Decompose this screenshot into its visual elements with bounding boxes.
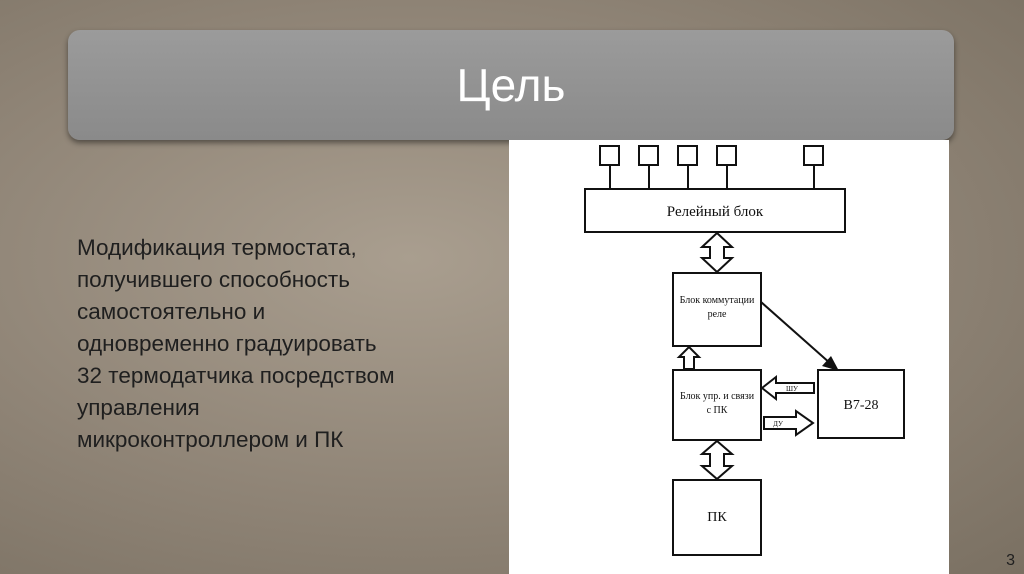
switch-to-meter-line [760, 301, 832, 365]
title-bar: Цель [68, 30, 954, 140]
up-arrow [676, 345, 702, 370]
switch-to-meter-arrowhead [822, 356, 839, 371]
du-arrow [763, 409, 815, 437]
slide-body-text: Модификация термостата, получившего спос… [77, 232, 497, 456]
body-line: одновременно градуировать [77, 331, 377, 356]
body-line: самостоятельно и [77, 299, 266, 324]
page-number: 3 [1006, 552, 1015, 569]
double-arrow [699, 231, 735, 274]
meter-block [817, 369, 905, 439]
du-arrow-label: ДУ [773, 420, 783, 428]
body-line: 32 термодатчика посредством [77, 363, 395, 388]
sensor-square [599, 145, 620, 166]
meter-block-label: В7-28 [844, 398, 879, 413]
switch-block-label: Блок коммутации [680, 295, 755, 306]
double-arrow [699, 439, 735, 481]
shu-arrow-label: ШУ [786, 385, 798, 393]
sensor-square [677, 145, 698, 166]
sensor-square [803, 145, 824, 166]
relay-block [584, 188, 846, 233]
switch-block-label: реле [708, 309, 727, 320]
body-line: Модификация термостата, [77, 235, 357, 260]
slide-title: Цель [456, 59, 566, 111]
sensor-square [716, 145, 737, 166]
sensor-square [638, 145, 659, 166]
body-line: управления [77, 395, 200, 420]
body-line: получившего способность [77, 267, 350, 292]
block-diagram: Релейный блок Блок коммутации реле Блок … [509, 140, 949, 574]
pc-block-label: ПК [707, 510, 727, 525]
relay-block-label: Релейный блок [667, 204, 764, 220]
body-line: микроконтроллером и ПК [77, 427, 344, 452]
control-block-label: Блок упр. и связи [680, 391, 755, 402]
shu-arrow [760, 374, 815, 402]
block-diagram-svg: Релейный блок Блок коммутации реле Блок … [584, 145, 905, 556]
control-block-label: с ПК [707, 405, 728, 416]
